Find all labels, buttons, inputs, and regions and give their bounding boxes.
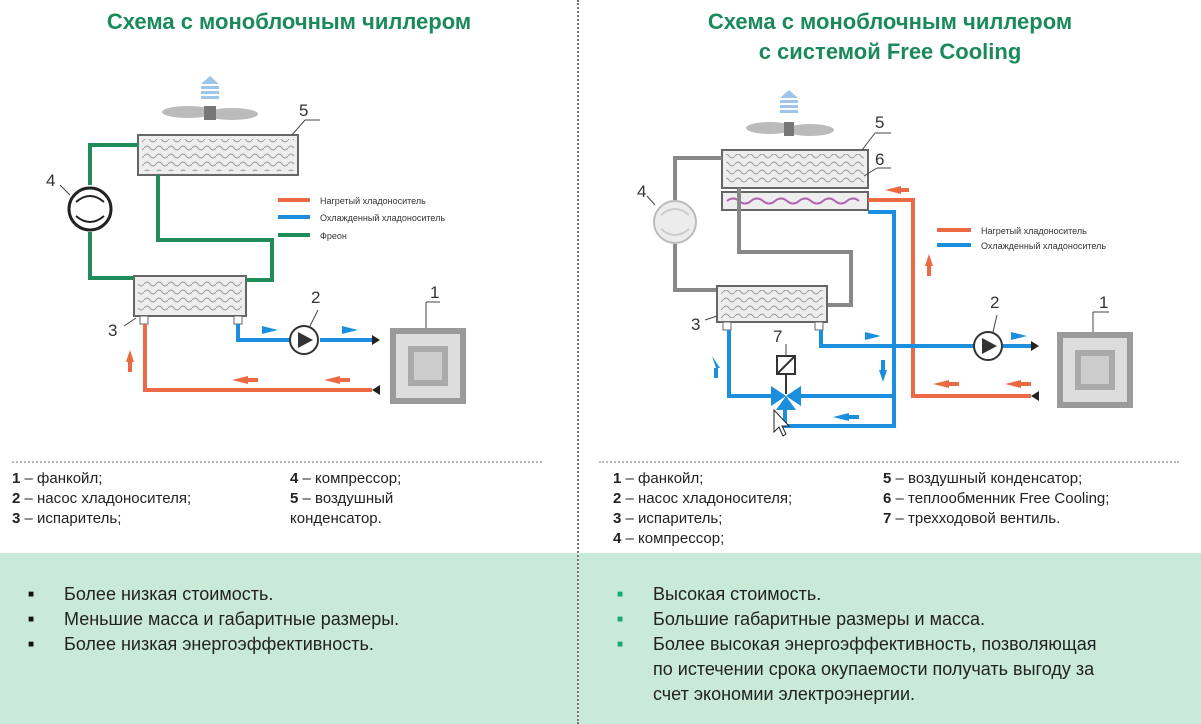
label-1: 1 (430, 283, 439, 302)
left-title: Схема с моноблочным чиллером (106, 9, 472, 34)
label-5: 5 (875, 113, 884, 132)
legend-item-4: 4 – компрессор; (290, 470, 402, 487)
legend-item-3: 3 – испаритель; (613, 510, 723, 527)
label-2: 2 (990, 293, 999, 312)
pump-icon (289, 325, 319, 355)
legend-heated: Нагретый хладоноситель (981, 226, 1087, 236)
bullet-marker: ■ (28, 639, 35, 650)
legend-item-4: 4 – компрессор; (613, 530, 725, 547)
right-separator (599, 461, 1179, 463)
right-diagram: 5 6 4 3 (637, 90, 1133, 437)
label-3: 3 (691, 315, 700, 334)
cooled-line (236, 324, 372, 342)
freon-lines (673, 156, 853, 307)
free-cooling-exchanger (721, 191, 869, 211)
label-4: 4 (46, 171, 55, 190)
right-legend-col1: 1 – фанкойл; 2 – насос хладоносителя; 3 … (613, 469, 792, 549)
legend-item-6: 6 – теплообменник Free Cooling; (883, 490, 1110, 507)
fan-icon (746, 122, 834, 136)
condenser (137, 134, 299, 176)
evaporator (133, 275, 247, 325)
label-5: 5 (299, 101, 308, 120)
left-separator (12, 461, 542, 463)
label-3: 3 (108, 321, 117, 340)
right-bullet-2: ■Большие габаритные размеры и масса. (617, 607, 985, 632)
bullet-marker: ■ (617, 614, 624, 625)
right-bullet-3-line2: по истечении срока окупаемости получать … (653, 659, 1095, 679)
legend-item-1: 1 – фанкойл; (613, 470, 704, 487)
pump-icon (973, 331, 1003, 361)
panel-divider (577, 0, 579, 724)
label-7: 7 (773, 327, 782, 346)
compressor-icon (67, 186, 113, 232)
heated-line (868, 198, 1031, 398)
legend-item-2: 2 – насос хладоносителя; (613, 490, 793, 507)
legend-cooled: Охлажденный хладоноситель (981, 241, 1106, 251)
diagram-legend: Нагретый хладоноситель Охлажденный хладо… (937, 226, 1106, 251)
cursor-icon (773, 408, 791, 437)
freon-lines (88, 143, 274, 282)
left-legend-col1: 1 – фанкойл; 2 – насос хладоносителя; 3 … (12, 469, 191, 529)
label-1: 1 (1099, 293, 1108, 312)
three-way-valve-icon (771, 355, 801, 410)
label-4: 4 (637, 182, 646, 201)
bullet-marker: ■ (617, 589, 624, 600)
left-panel: Схема с моноблочным чиллером 5 (0, 0, 578, 724)
right-band (579, 553, 1201, 724)
legend-item-5: 5 – воздушный конденсатор; (883, 470, 1083, 487)
left-band (0, 553, 578, 724)
fancoil-icon (1057, 332, 1133, 408)
left-legend-col2: 4 – компрессор; 5 – воздушный конденсато… (290, 469, 401, 529)
right-legend-col2: 5 – воздушный конденсатор; 6 – теплообме… (883, 469, 1109, 529)
legend-item-5-cont: конденсатор. (290, 510, 382, 527)
right-title-line2: с системой Free Cooling (758, 39, 1022, 64)
heated-line (143, 324, 372, 392)
air-up-arrows (780, 90, 798, 113)
bullet-marker: ■ (28, 589, 35, 600)
left-bullet-3: ■Более низкая энергоэффективность. (28, 632, 374, 657)
left-bullet-1: ■Более низкая стоимость. (28, 582, 273, 607)
fancoil-icon (390, 328, 466, 404)
right-bullet-1: ■Высокая стоимость. (617, 582, 821, 607)
right-panel: Схема с моноблочным чиллером с системой … (579, 0, 1201, 724)
right-bullet-3: ■Более высокая энергоэффективность, позв… (617, 632, 1096, 657)
left-diagram: 5 4 3 (46, 76, 466, 404)
diagram-legend: Нагретый хладоноситель Охлажденный хладо… (278, 196, 445, 241)
legend-item-3: 3 – испаритель; (12, 510, 122, 527)
legend-heated: Нагретый хладоноситель (320, 196, 426, 206)
bullet-marker: ■ (617, 639, 624, 650)
right-title-line1: Схема с моноблочным чиллером (707, 9, 1073, 34)
left-bullet-2: ■Меньшие масса и габаритные размеры. (28, 607, 399, 632)
label-6: 6 (875, 150, 884, 169)
legend-freon: Фреон (320, 231, 347, 241)
air-up-arrows (201, 76, 219, 99)
evaporator (716, 285, 828, 331)
fan-icon (162, 106, 258, 120)
label-2: 2 (311, 288, 320, 307)
condenser (721, 149, 869, 189)
legend-cooled: Охлажденный хладоноситель (320, 213, 445, 223)
compressor-icon (653, 200, 697, 244)
legend-item-5: 5 – воздушный (290, 490, 394, 507)
bullet-marker: ■ (28, 614, 35, 625)
legend-item-7: 7 – трехходовой вентиль. (883, 510, 1061, 527)
cooled-line (727, 210, 1031, 428)
right-bullet-3-line3: счет экономии электроэнергии. (653, 684, 916, 704)
legend-item-2: 2 – насос хладоносителя; (12, 490, 192, 507)
legend-item-1: 1 – фанкойл; (12, 470, 103, 487)
